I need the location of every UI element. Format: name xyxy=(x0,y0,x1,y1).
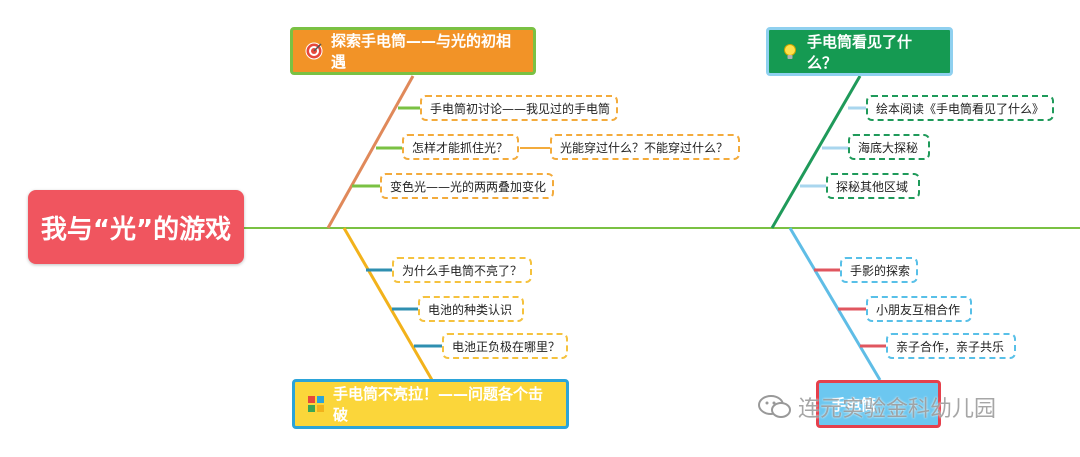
subtopic-color-light[interactable]: 变色光——光的两两叠加变化 xyxy=(380,173,554,199)
branch-1-line xyxy=(326,75,415,229)
root-title: 我与“光”的游戏 xyxy=(40,214,232,245)
subtopic-flashlight-discussion[interactable]: 手电筒初讨论——我见过的手电筒 xyxy=(420,95,618,121)
subtopic-children-cooperate[interactable]: 小朋友互相合作 xyxy=(866,296,972,322)
subtopic-catch-light[interactable]: 怎样才能抓住光？ xyxy=(402,134,519,160)
subtopic-label: 电池的种类认识 xyxy=(428,302,513,317)
subtopic-label: 手电筒初讨论——我见过的手电筒 xyxy=(430,101,611,116)
subtopic-label: 绘本阅读《手电筒看见了什么》 xyxy=(876,101,1045,116)
subtopic-label: 为什么手电筒不亮了？ xyxy=(402,263,523,278)
subtopic-battery-poles[interactable]: 电池正负极在哪里？ xyxy=(442,333,568,359)
topic-flashlight-not-working[interactable]: 手电筒不亮拉！——问题各个击破 xyxy=(292,379,569,429)
target-icon xyxy=(305,42,323,60)
subtopic-picture-book[interactable]: 绘本阅读《手电筒看见了什么》 xyxy=(866,95,1054,121)
topic-explore-flashlight[interactable]: 探索手电筒——与光的初相遇 xyxy=(290,27,536,75)
subtopic-parent-child[interactable]: 亲子合作，亲子共乐 xyxy=(886,333,1016,359)
subtopic-battery-types[interactable]: 电池的种类认识 xyxy=(418,296,524,322)
subtopic-label: 亲子合作，亲子共乐 xyxy=(896,339,1005,354)
subtopic-other-areas[interactable]: 探秘其他区域 xyxy=(826,173,920,199)
branch-3-line xyxy=(342,227,434,381)
subtopic-undersea[interactable]: 海底大探秘 xyxy=(848,134,930,160)
subtopic-label: 光能穿过什么？不能穿过什么？ xyxy=(560,140,729,155)
subtopic-label: 手影的探索 xyxy=(850,263,911,278)
topic-label: 手电筒看见了什么？ xyxy=(807,32,913,72)
subtopic-label: 变色光——光的两两叠加变化 xyxy=(390,179,547,194)
subtopic-label: 探秘其他区域 xyxy=(836,179,909,194)
topic-what-flashlight-sees[interactable]: 手电筒看见了什么？ xyxy=(766,27,953,76)
subtopic-label: 海底大探秘 xyxy=(858,140,919,155)
subtopic-hand-shadow[interactable]: 手影的探索 xyxy=(840,257,918,283)
topic-label: 探索手电筒——与光的初相遇 xyxy=(331,32,512,71)
topic-flashlight-games[interactable]: 手电筒 xyxy=(816,380,941,428)
branch-4-line xyxy=(788,227,882,381)
subtopic-label: 小朋友互相合作 xyxy=(876,302,961,317)
branch-2-line xyxy=(770,75,862,229)
watermark: 连元实验金科幼儿园 xyxy=(758,391,996,423)
topic-label: 手电筒不亮拉！——问题各个击破 xyxy=(333,385,544,424)
subtopic-light-pass-through[interactable]: 光能穿过什么？不能穿过什么？ xyxy=(550,134,740,160)
root-topic[interactable]: 我与“光”的游戏 xyxy=(28,190,244,264)
subtopic-label: 电池正负极在哪里？ xyxy=(452,339,561,354)
grid-icon xyxy=(307,395,325,413)
bulb-icon xyxy=(781,43,799,61)
subtopic-why-not-lit[interactable]: 为什么手电筒不亮了？ xyxy=(392,257,532,283)
topic-label: 手电筒 xyxy=(831,395,877,414)
watermark-text: 连元实验金科幼儿园 xyxy=(798,397,997,422)
subtopic-label: 怎样才能抓住光？ xyxy=(412,140,509,155)
wechat-icon xyxy=(758,395,791,418)
